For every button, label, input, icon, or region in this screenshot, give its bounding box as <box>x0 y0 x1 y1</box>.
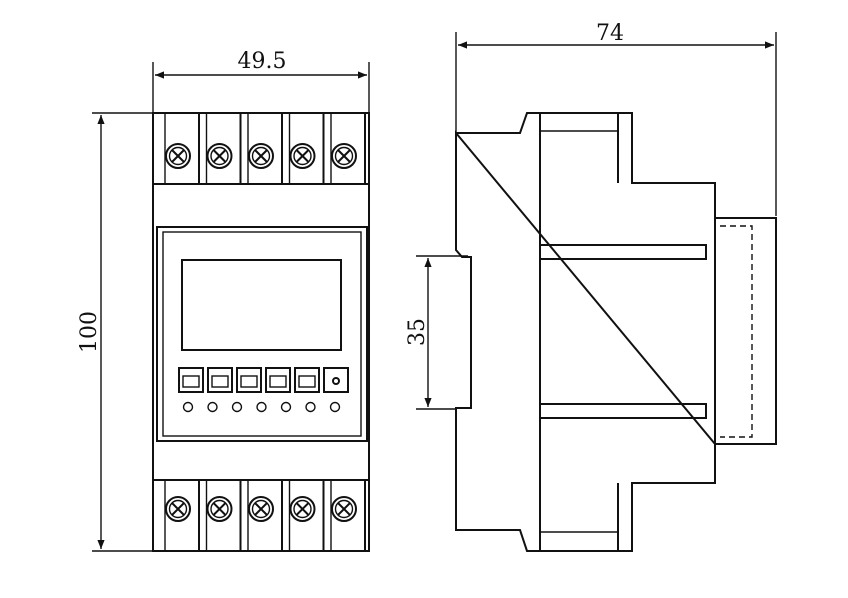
indicator-led <box>231 401 243 413</box>
keypad-button <box>207 367 233 393</box>
keypad-button <box>265 367 291 393</box>
indicator-led <box>182 401 194 413</box>
terminal-screw-icon <box>206 143 233 169</box>
terminal-screw-icon <box>206 496 233 522</box>
side-cover-hidden-line <box>720 225 753 438</box>
bottom-terminal <box>164 480 200 551</box>
front-panel-frame <box>156 226 368 442</box>
side-depth-dimension: 74 <box>455 21 777 216</box>
front-height-label: 100 <box>77 311 102 353</box>
top-terminal <box>164 113 200 184</box>
side-upper-terminal <box>539 244 707 260</box>
rail-height-dimension: 35 <box>405 255 468 410</box>
front-width-label: 49.5 <box>238 49 287 74</box>
indicator-led <box>305 401 316 413</box>
side-profile-outline <box>455 112 716 552</box>
side-front-cover <box>714 217 777 445</box>
front-panel-inner <box>162 231 362 437</box>
indicator-led <box>329 401 341 413</box>
front-width-dimension: 49.5 <box>152 49 370 112</box>
front-height-dimension: 100 <box>77 112 152 552</box>
side-depth-label: 74 <box>596 21 624 46</box>
top-terminal <box>247 113 283 184</box>
terminal-screw-icon <box>289 143 316 169</box>
keypad <box>178 367 349 393</box>
terminal-screw-icon <box>248 496 274 522</box>
indicator-led <box>256 401 267 413</box>
top-terminal <box>288 113 325 184</box>
keypad-button <box>178 367 204 393</box>
side-lower-terminal <box>539 403 707 419</box>
top-terminal <box>330 113 366 184</box>
top-terminal-block <box>164 113 366 184</box>
reset-button <box>323 367 349 393</box>
keypad-button <box>236 367 262 393</box>
top-terminal <box>205 113 242 184</box>
rail-height-label: 35 <box>405 318 430 346</box>
lcd-screen <box>181 259 342 351</box>
led-row <box>182 401 341 413</box>
bottom-terminal <box>330 480 366 551</box>
terminal-screw-icon <box>165 143 191 169</box>
terminal-screw-icon <box>248 143 274 169</box>
terminal-screw-icon <box>331 143 357 169</box>
bottom-terminal <box>205 480 242 551</box>
indicator-led <box>280 401 292 413</box>
indicator-led <box>207 401 218 413</box>
bottom-terminal-block <box>164 480 366 551</box>
bottom-terminal <box>247 480 283 551</box>
terminal-screw-icon <box>289 496 316 522</box>
front-body-outline <box>152 112 370 552</box>
side-view <box>455 112 777 552</box>
terminal-screw-icon <box>165 496 191 522</box>
bottom-terminal <box>288 480 325 551</box>
front-view <box>152 112 370 552</box>
keypad-button <box>294 367 320 393</box>
terminal-screw-icon <box>331 496 357 522</box>
